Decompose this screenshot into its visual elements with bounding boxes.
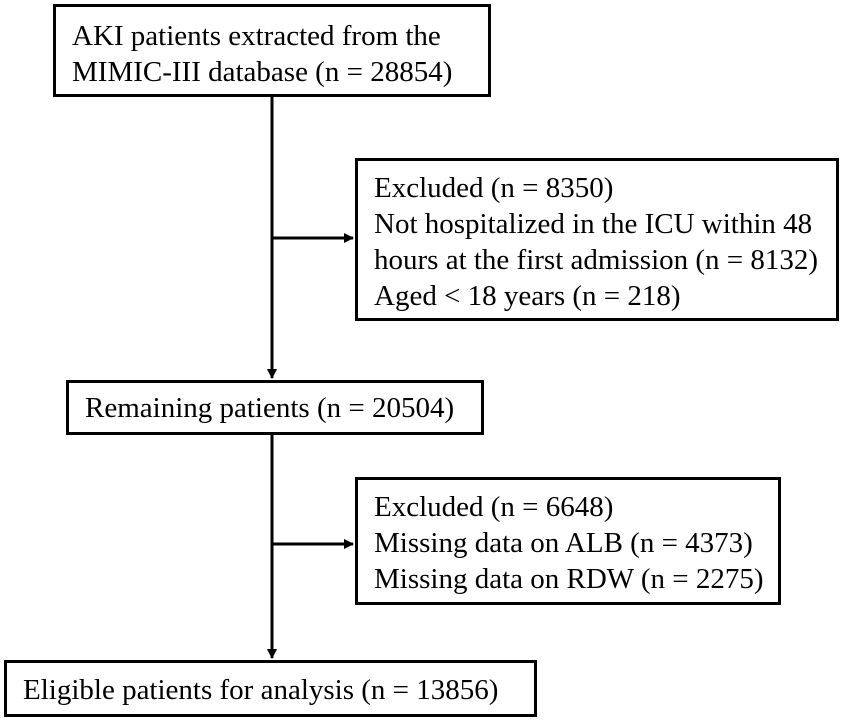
exclusion-2-title: Excluded (n = 6648)	[374, 491, 614, 523]
exclusion-1-line-2: Not hospitalized in the ICU within 48	[374, 208, 813, 240]
source-line-2: MIMIC-III database (n = 28854)	[72, 56, 453, 88]
remaining-line: Remaining patients (n = 20504)	[85, 392, 455, 424]
source-population-box: AKI patients extracted from the MIMIC-II…	[53, 4, 491, 97]
exclusion-1-line-3: hours at the first admission (n = 8132)	[374, 244, 819, 276]
exclusion-1-line-4: Aged < 18 years (n = 218)	[374, 280, 681, 312]
exclusion-box-2: Excluded (n = 6648) Missing data on ALB …	[355, 477, 781, 605]
remaining-patients-box: Remaining patients (n = 20504)	[66, 380, 484, 435]
eligible-patients-box: Eligible patients for analysis (n = 1385…	[4, 660, 537, 717]
exclusion-1-title: Excluded (n = 8350)	[374, 172, 614, 204]
exclusion-box-1: Excluded (n = 8350) Not hospitalized in …	[355, 158, 839, 321]
exclusion-2-line-3: Missing data on RDW (n = 2275)	[374, 563, 764, 595]
source-line-1: AKI patients extracted from the	[72, 20, 441, 52]
exclusion-2-line-2: Missing data on ALB (n = 4373)	[374, 527, 753, 559]
eligible-line: Eligible patients for analysis (n = 1385…	[23, 674, 499, 706]
